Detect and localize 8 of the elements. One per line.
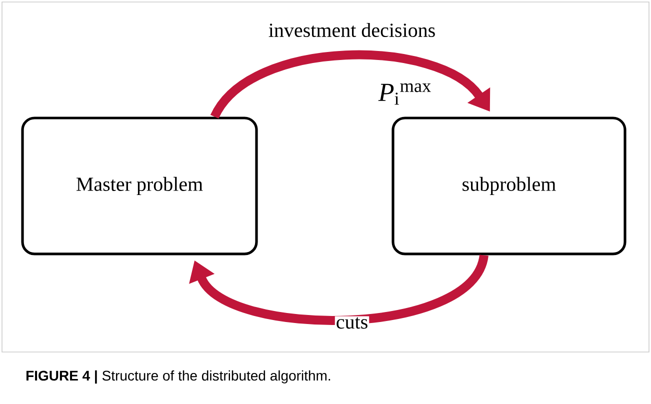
figure-caption: FIGURE 4 | Structure of the distributed algorithm. bbox=[26, 370, 330, 384]
curved-arrow bbox=[210, 50, 490, 120]
edge-label: investment decisions bbox=[268, 22, 435, 38]
edge-label: cuts bbox=[336, 317, 368, 329]
formula-label: P$_{i}$max bbox=[378, 83, 431, 105]
process-box: Master problem bbox=[21, 116, 258, 256]
curved-arrow bbox=[189, 254, 488, 325]
process-box: subproblem bbox=[392, 116, 626, 256]
